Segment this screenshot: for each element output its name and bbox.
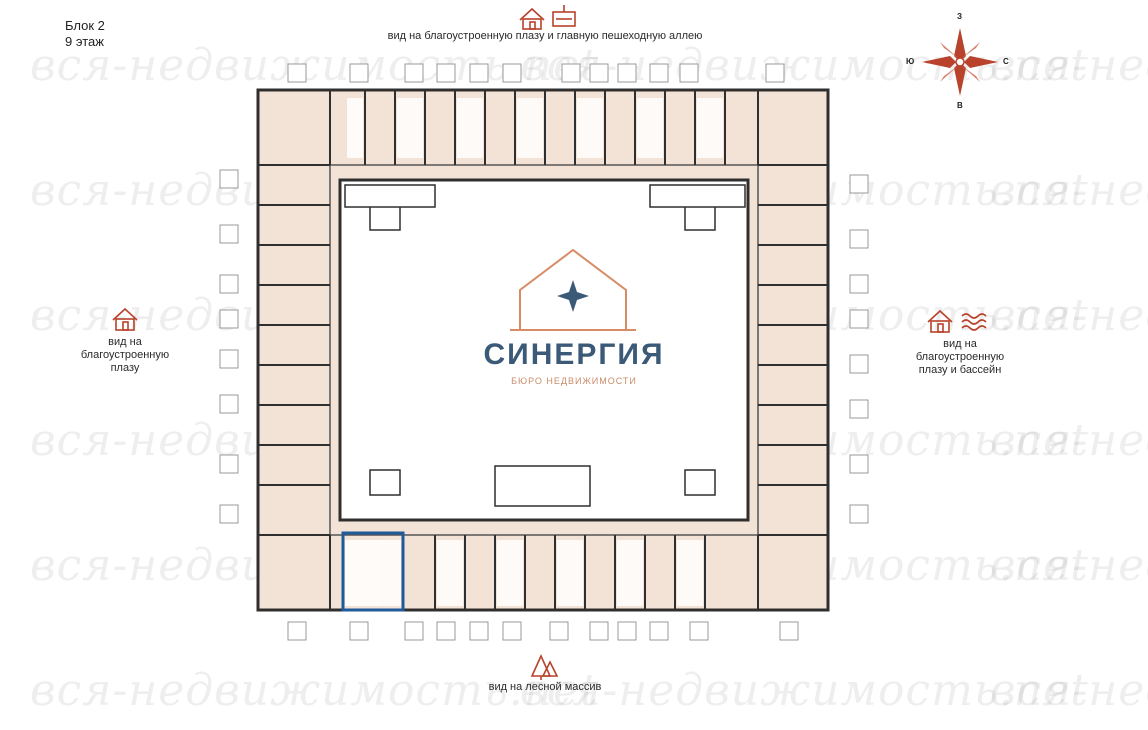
view-left-line: вид на — [108, 336, 142, 348]
house-icon — [927, 309, 953, 333]
left-apartments — [258, 164, 330, 536]
top-apartments — [329, 90, 759, 165]
view-right-line: вид на — [943, 338, 977, 350]
compass-north-label: З — [957, 12, 963, 21]
unit-thumbnails — [219, 63, 869, 641]
view-top-label: вид на благоустроенную плазу и главную п… — [387, 30, 703, 42]
view-left-line: плазу — [110, 362, 140, 374]
stair-cores — [344, 184, 746, 507]
apartment-ring — [256, 88, 830, 612]
forest-icon — [530, 654, 559, 680]
highlighted-apartment[interactable] — [341, 531, 405, 612]
top-apartment-fill — [347, 98, 723, 158]
right-apartments — [758, 164, 828, 536]
view-left-line: благоустроенную — [80, 349, 170, 361]
view-bottom-label: вид на лесной массив — [488, 681, 602, 693]
pool-waves-icon — [961, 313, 987, 331]
bottom-apartment-fill — [345, 540, 703, 606]
compass-rose-icon — [922, 28, 998, 96]
view-left-label: вид на благоустроенную плазу — [60, 336, 190, 375]
logo-tagline: БЮРО НЕДВИЖИМОСТИ — [511, 376, 637, 386]
logo-name: СИНЕРГИЯ — [483, 338, 665, 371]
view-right-line: благоустроенную — [915, 351, 1005, 363]
compass-west-label: Ю — [906, 57, 915, 66]
house-icon — [112, 307, 138, 331]
road-icon — [552, 5, 576, 27]
view-right-label: вид на благоустроенную плазу и бассейн — [895, 338, 1025, 377]
logo-star-icon — [557, 280, 589, 312]
compass-east-label: С — [1003, 57, 1009, 66]
compass-south-label: В — [957, 101, 963, 110]
block-label: Блок 2 — [65, 18, 105, 33]
floor-label: 9 этаж — [65, 34, 104, 49]
view-right-line: плазу и бассейн — [918, 364, 1002, 376]
block-header: Блок 2 9 этаж — [65, 18, 105, 50]
house-icon — [519, 7, 545, 30]
logo-house-icon — [510, 248, 636, 331]
